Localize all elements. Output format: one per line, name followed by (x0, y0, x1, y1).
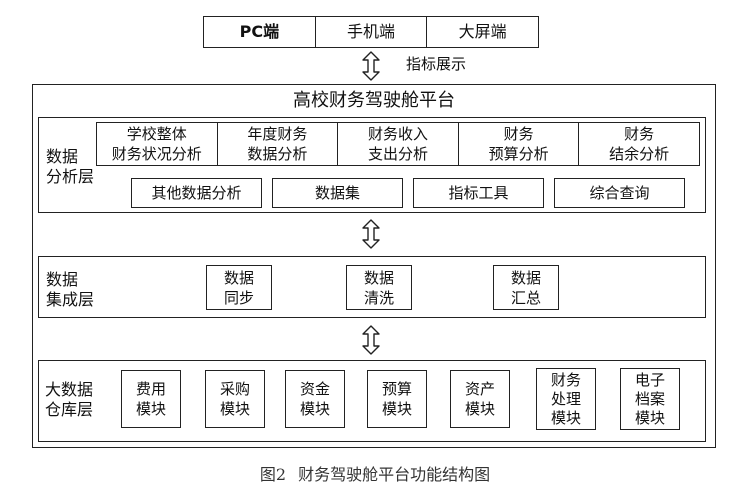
analysis-item: 财务 结余分析 (609, 125, 670, 163)
warehouse-module: 财务 处理 模块 (536, 368, 596, 430)
endpoint-bigscreen: 大屏端 (458, 22, 507, 41)
warehouse-module: 资产 模块 (450, 370, 510, 428)
warehouse-module: 采购 模块 (205, 370, 265, 428)
analysis-tool-box: 指标工具 (413, 178, 544, 208)
analysis-tool-box: 综合查询 (554, 178, 685, 208)
integration-layer-label: 数据 集成层 (46, 270, 95, 309)
analysis-tool-box: 数据集 (272, 178, 403, 208)
warehouse-module: 预算 模块 (367, 370, 427, 428)
analysis-top-row: 学校整体 财务状况分析 年度财务 数据分析 财务收入 支出分析 财务 预算分析 … (96, 122, 700, 166)
integration-item: 数据 汇总 (493, 265, 559, 310)
analysis-item: 学校整体 财务状况分析 (97, 123, 218, 165)
analysis-item: 财务收入 支出分析 (338, 123, 459, 165)
endpoint-mobile: 手机端 (316, 17, 428, 47)
warehouse-layer-label: 大数据 仓库层 (45, 380, 94, 419)
endpoint-bar: PC端 手机端 大屏端 (203, 16, 539, 48)
analysis-item: 财务 预算分析 (459, 123, 580, 165)
double-arrow-icon (362, 325, 380, 355)
analysis-item: 年度财务 数据分析 (218, 123, 339, 165)
double-arrow-icon (362, 219, 380, 249)
platform-title: 高校财务驾驶舱平台 (293, 90, 455, 111)
arrow-label: 指标展示 (406, 55, 467, 73)
analysis-layer-label: 数据 分析层 (46, 147, 95, 186)
figure-title: 财务驾驶舱平台功能结构图 (298, 465, 491, 484)
warehouse-module: 费用 模块 (121, 370, 181, 428)
integration-item: 数据 同步 (206, 265, 272, 310)
double-arrow-icon (362, 51, 380, 81)
analysis-tool-box: 其他数据分析 (131, 178, 262, 208)
figure-caption: 图2 财务驾驶舱平台功能结构图 (0, 461, 750, 485)
endpoint-pc: PC端 (204, 17, 316, 47)
integration-item: 数据 清洗 (346, 265, 412, 310)
warehouse-module: 资金 模块 (285, 370, 345, 428)
warehouse-module: 电子 档案 模块 (620, 368, 680, 430)
figure-number: 图2 (259, 465, 287, 484)
